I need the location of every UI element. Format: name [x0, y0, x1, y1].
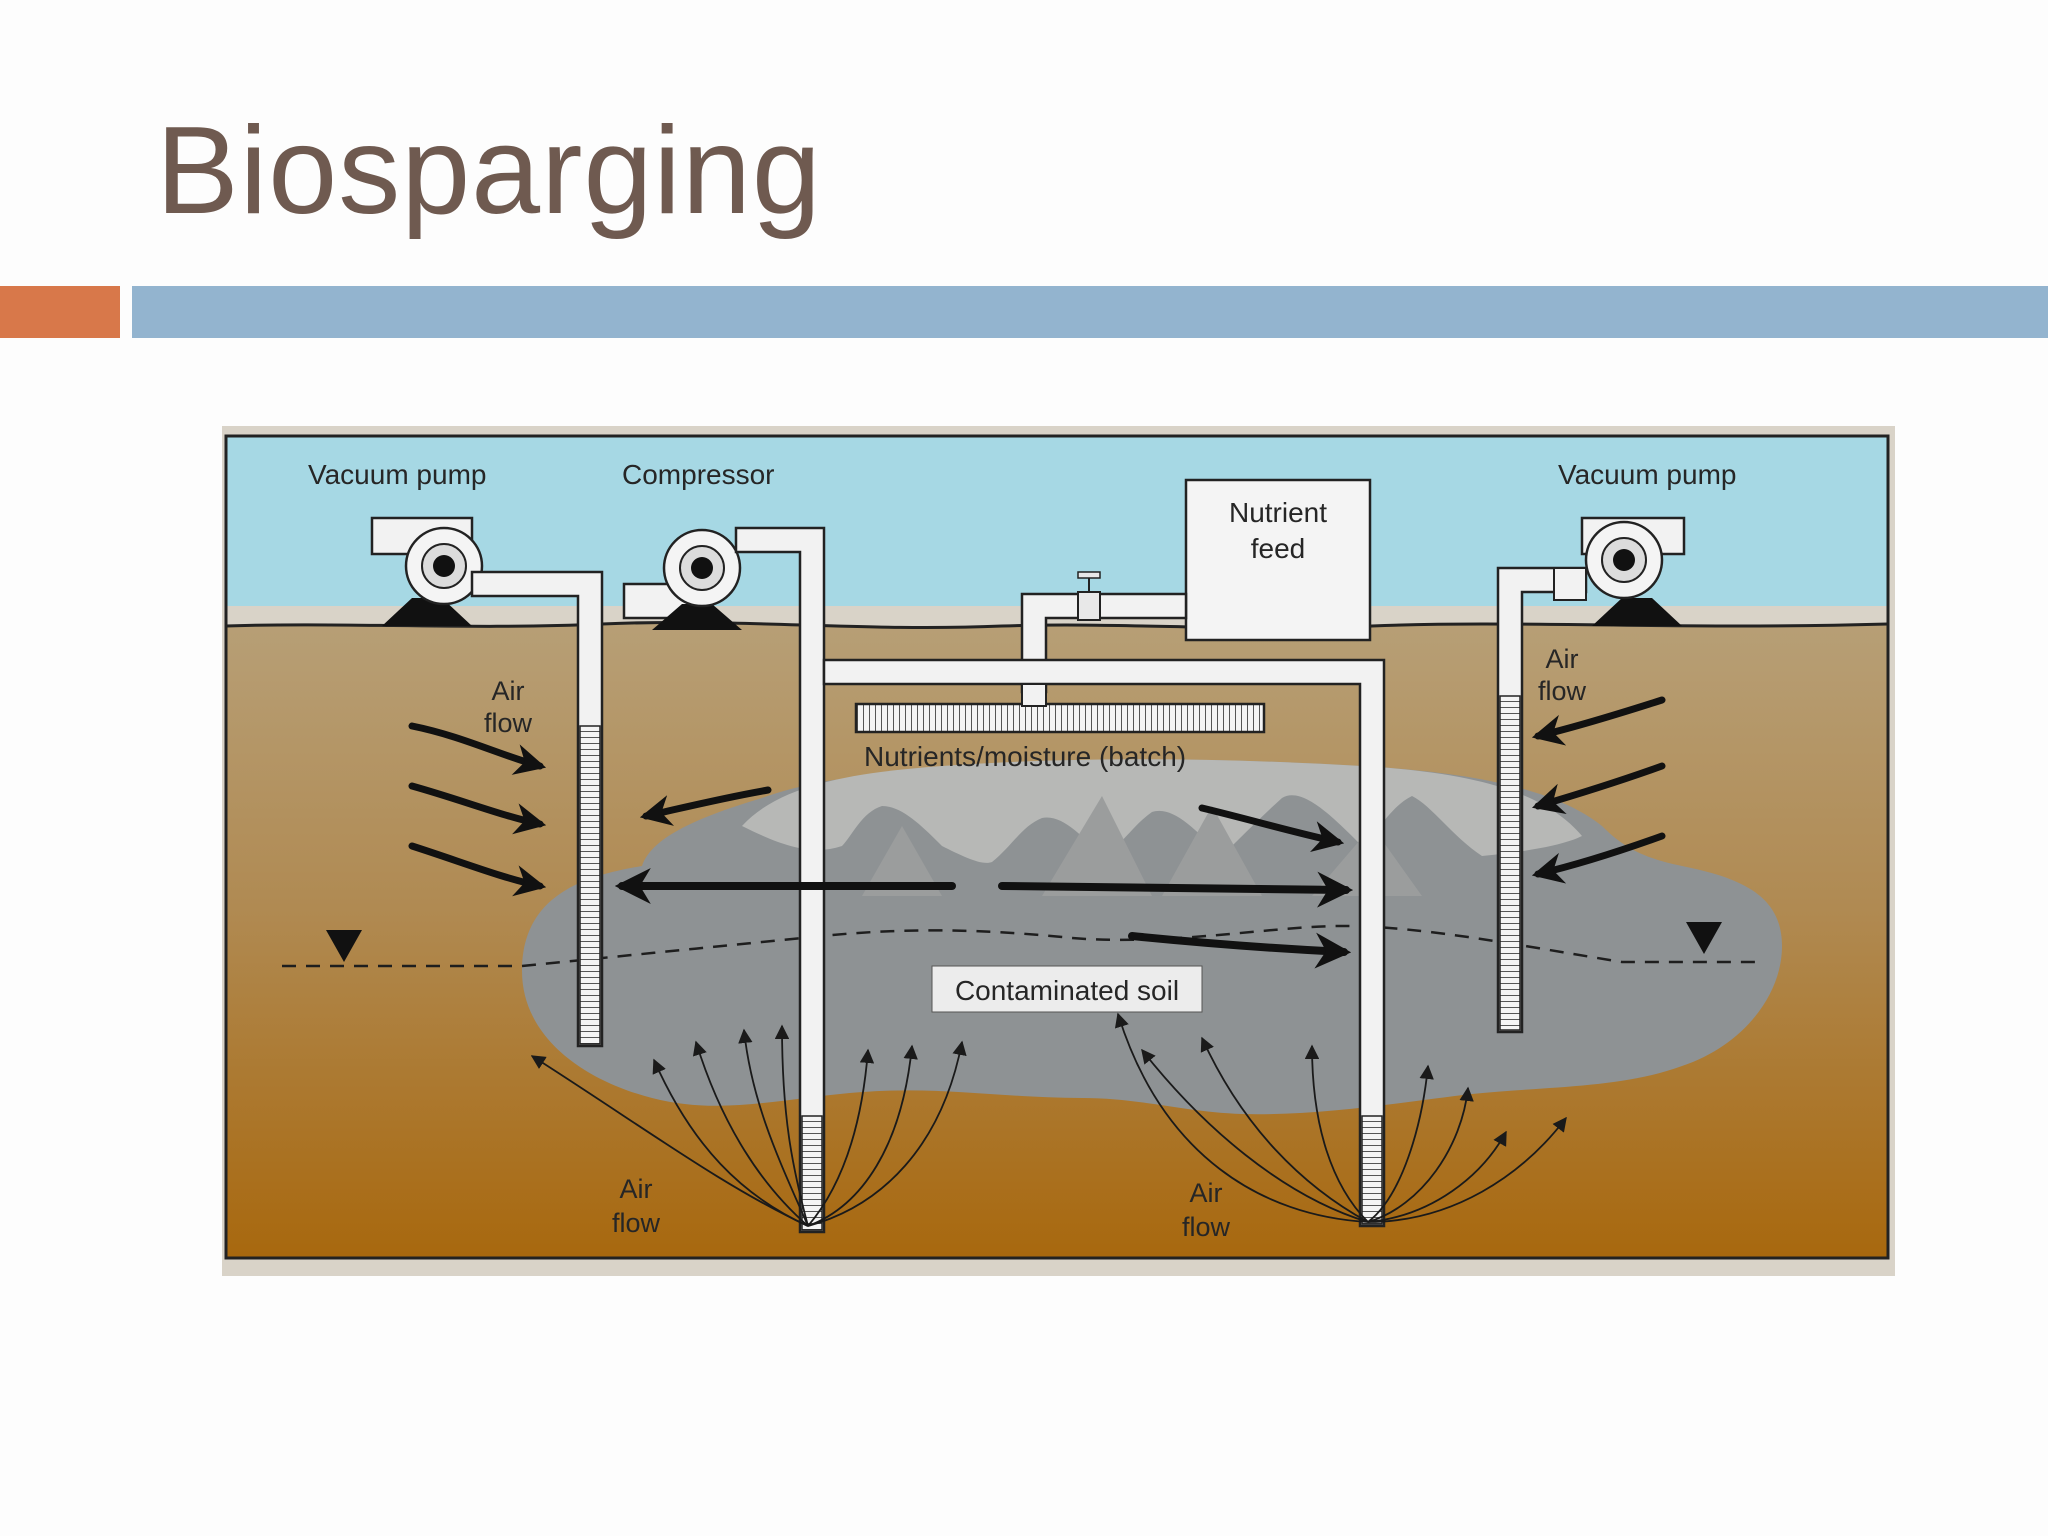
- water-table-marker-icon: [1686, 922, 1722, 954]
- title-accent-bar-orange: [0, 286, 120, 338]
- ground-surface-line: [225, 620, 1889, 630]
- thin-airflow-arrows: [530, 1012, 1567, 1227]
- label-vacuum-pump-left: Vacuum pump: [308, 459, 486, 490]
- bold-flow-arrows: [408, 696, 1666, 969]
- nutrient-feed: [822, 478, 1386, 1228]
- label-air-flow-right-air: Air: [1546, 644, 1579, 674]
- diagram-border: [224, 434, 1890, 1260]
- label-air-flow-bottom-left-flow: flow: [612, 1208, 661, 1238]
- water-table-line: [282, 924, 1762, 968]
- label-vacuum-pump-right: Vacuum pump: [1558, 459, 1736, 490]
- contaminated-soil-label-box: [931, 965, 1203, 1013]
- vacuum-pump-right: [1496, 516, 1686, 1034]
- label-air-flow-left-air: Air: [492, 676, 525, 706]
- vacuum-pump-left: [370, 516, 604, 1048]
- label-nutrient-feed-line2: feed: [1251, 533, 1306, 564]
- slide-title: Biosparging: [156, 102, 822, 240]
- label-nutrients-moisture: Nutrients/moisture (batch): [864, 741, 1186, 772]
- label-air-flow-right-flow: flow: [1538, 676, 1587, 706]
- nutrient-feed-tank: [1184, 478, 1372, 642]
- label-air-flow-bottom-right-air: Air: [1190, 1178, 1223, 1208]
- infiltration-gallery: [854, 702, 1266, 734]
- label-air-flow-bottom-left-air: Air: [620, 1174, 653, 1204]
- label-nutrient-feed-line1: Nutrient: [1229, 497, 1327, 528]
- water-table-marker-icon: [326, 930, 362, 962]
- biosparging-diagram: Vacuum pump Compressor Nutrient feed Vac…: [222, 426, 1895, 1276]
- label-contaminated-soil: Contaminated soil: [955, 975, 1179, 1006]
- title-accent-bar-blue: [132, 286, 2048, 338]
- label-air-flow-bottom-right-flow: flow: [1182, 1212, 1231, 1242]
- label-compressor: Compressor: [622, 459, 774, 490]
- compressor: [622, 526, 826, 1234]
- label-air-flow-left-flow: flow: [484, 708, 533, 738]
- valve-icon: [1077, 571, 1101, 621]
